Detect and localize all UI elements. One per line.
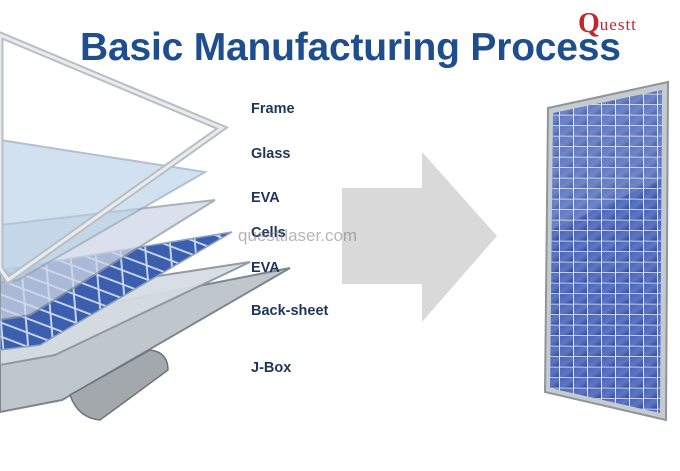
solar-panel-illustration [543,80,670,422]
eva2-layer [0,261,251,367]
right-arrow-icon [342,152,497,322]
logo-initial: Q [578,8,600,39]
slide-title: Basic Manufacturing Process [80,26,621,69]
watermark: questtlaser.com [238,226,358,245]
label-jbox: J-Box [251,360,292,376]
label-frame: Frame [251,101,295,117]
label-eva-upper: EVA [251,190,280,206]
label-cells: Cells [251,225,286,241]
brand-logo: Questt [578,8,637,40]
label-glass: Glass [251,146,291,162]
label-eva-lower: EVA [251,260,280,276]
label-backsheet: Back-sheet [251,303,329,319]
jbox-shape [69,349,169,421]
logo-text: uestt [599,15,637,34]
